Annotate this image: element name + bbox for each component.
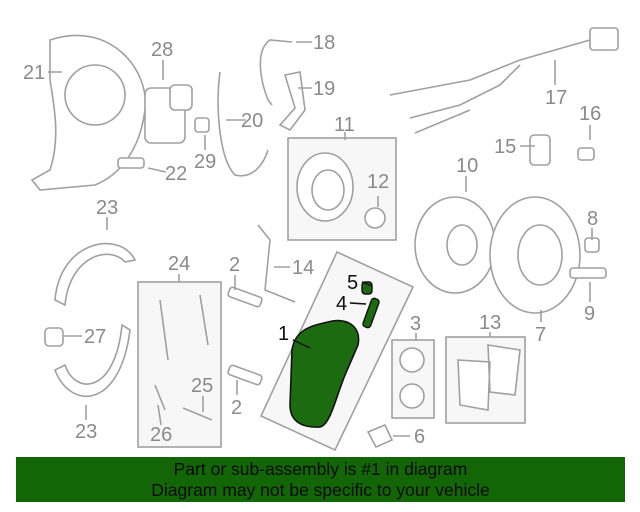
harness-connector[interactable] (589, 27, 619, 51)
brake-shoe-lower-part[interactable] (53, 323, 131, 398)
callout-25[interactable]: 25 (191, 375, 213, 397)
banner-line-1: Part or sub-assembly is #1 in diagram (173, 459, 468, 479)
callout-7[interactable]: 7 (535, 324, 546, 346)
callout-5[interactable]: 5 (347, 272, 358, 294)
callout-6[interactable]: 6 (414, 426, 425, 448)
callout-16[interactable]: 16 (579, 103, 601, 125)
callout-15[interactable]: 15 (494, 136, 516, 158)
wheel-bearing-part[interactable] (296, 152, 386, 229)
wheel-hub-part[interactable] (414, 196, 496, 294)
bolt-22-part[interactable] (117, 157, 145, 169)
bleeder-4-part[interactable] (362, 297, 380, 329)
banner-line-2: Diagram may not be specific to your vehi… (151, 480, 490, 500)
callout-4[interactable]: 4 (336, 293, 347, 315)
callout-13[interactable]: 13 (479, 312, 501, 334)
callout-29[interactable]: 29 (194, 151, 216, 173)
clip-6-part[interactable] (366, 423, 394, 449)
callout-18[interactable]: 18 (313, 32, 335, 54)
callout-14[interactable]: 14 (292, 257, 314, 279)
brake-carrier-part[interactable] (144, 84, 193, 144)
callout-19[interactable]: 19 (313, 78, 335, 100)
callout-27[interactable]: 27 (84, 326, 106, 348)
callout-26[interactable]: 26 (150, 424, 172, 446)
callout-9[interactable]: 9 (584, 303, 595, 325)
seal-ring-part[interactable] (399, 383, 425, 409)
callout-28[interactable]: 28 (151, 39, 173, 61)
callout-21[interactable]: 21 (23, 62, 45, 84)
callout-8[interactable]: 8 (587, 208, 598, 230)
callout-24[interactable]: 24 (168, 253, 190, 275)
speed-sensor-part[interactable] (529, 134, 551, 166)
callout-2-upper[interactable]: 2 (229, 254, 240, 276)
bolt-29-part[interactable] (194, 117, 210, 133)
callout-23-upper[interactable]: 23 (96, 197, 118, 219)
brake-rotor-part[interactable] (489, 196, 581, 314)
screw-8-part[interactable] (584, 237, 600, 253)
bracket-part[interactable] (278, 71, 306, 132)
bolt-9-part[interactable] (569, 267, 607, 279)
brake-line-part[interactable] (217, 71, 269, 177)
adjuster-27-part[interactable] (44, 327, 64, 347)
wear-sensor-14-part[interactable] (257, 224, 296, 303)
springs-part[interactable] (154, 294, 213, 421)
sensor-harness-part[interactable] (389, 39, 591, 134)
info-banner: Part or sub-assembly is #1 in diagram Di… (16, 457, 625, 502)
callout-11[interactable]: 11 (334, 114, 355, 136)
callout-1[interactable]: 1 (278, 323, 289, 345)
brake-shoe-upper-part[interactable] (54, 242, 137, 307)
callout-3[interactable]: 3 (410, 313, 421, 335)
callout-20[interactable]: 20 (241, 110, 263, 132)
brake-pads-part[interactable] (457, 344, 521, 411)
bolt-16-part[interactable] (577, 147, 595, 161)
hardware-kit-box-24 (137, 281, 222, 448)
seal-ring-part[interactable] (399, 347, 425, 373)
callout-23-lower[interactable]: 23 (75, 421, 97, 443)
bolt-2-upper-part[interactable] (227, 286, 263, 308)
callout-2-lower[interactable]: 2 (231, 397, 242, 419)
callout-22[interactable]: 22 (165, 163, 187, 185)
callout-17[interactable]: 17 (545, 87, 567, 109)
callout-10[interactable]: 10 (456, 155, 478, 177)
brake-hose-part[interactable] (259, 39, 293, 106)
bolt-2-lower-part[interactable] (227, 364, 263, 386)
callout-12[interactable]: 12 (367, 171, 389, 193)
